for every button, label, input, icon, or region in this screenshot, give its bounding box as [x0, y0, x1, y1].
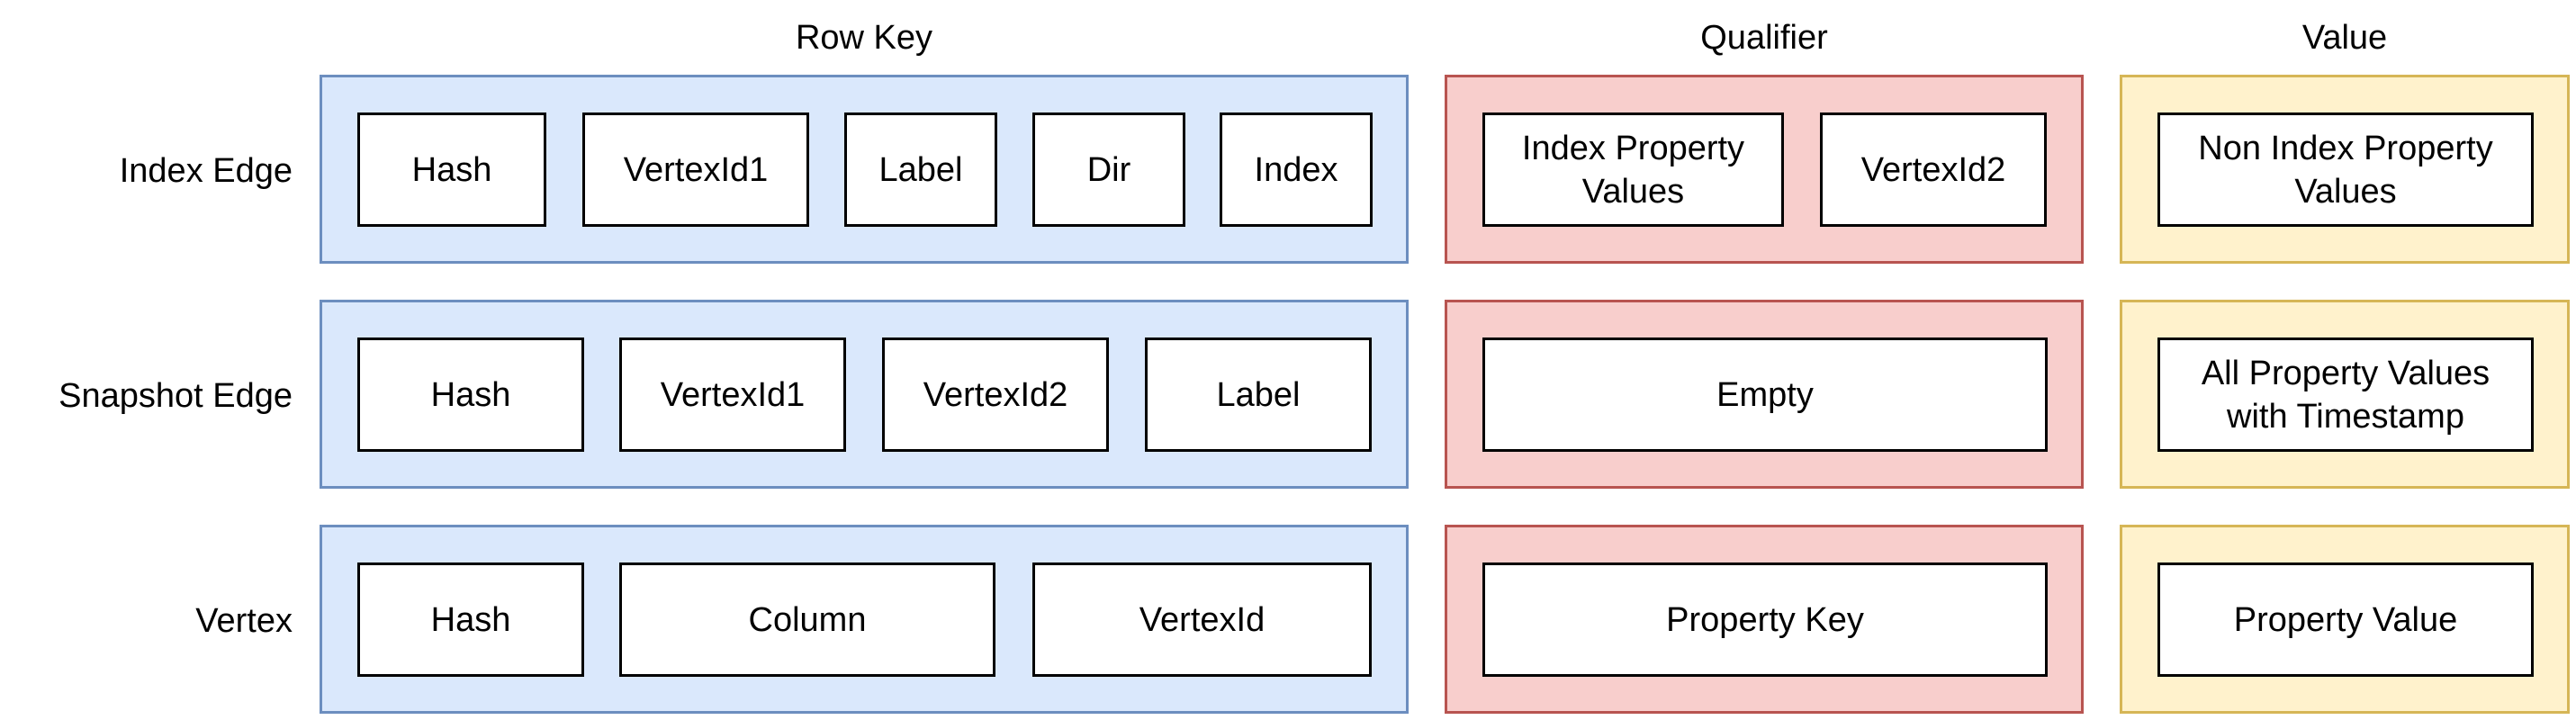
snapshot-edge-empty-cell: Empty — [1482, 338, 2048, 452]
header-row-key: Row Key — [795, 19, 933, 57]
snapshot-edge-vertexid2-cell: VertexId2 — [882, 338, 1109, 452]
header-value: Value — [2301, 19, 2388, 57]
snapshot-edge-vertexid1-cell: VertexId1 — [619, 338, 846, 452]
index-edge-index-property-values-cell: Index Property Values — [1482, 112, 1784, 227]
row-label-snapshot-edge: Snapshot Edge — [59, 377, 293, 415]
header-qualifier: Qualifier — [1700, 19, 1828, 57]
snapshot-edge-all-property-values-cell: All Property Values with Timestamp — [2157, 338, 2534, 452]
index-edge-vertexid2-cell: VertexId2 — [1820, 112, 2047, 227]
row-label-index-edge: Index Edge — [119, 152, 293, 190]
snapshot-edge-hash-cell: Hash — [357, 338, 584, 452]
index-edge-index-cell: Index — [1220, 112, 1373, 227]
vertex-column-cell: Column — [619, 562, 995, 677]
index-edge-dir-cell: Dir — [1032, 112, 1185, 227]
index-edge-hash-cell: Hash — [357, 112, 546, 227]
snapshot-edge-label-cell: Label — [1145, 338, 1372, 452]
vertex-property-key-cell: Property Key — [1482, 562, 2048, 677]
index-edge-vertexid1-cell: VertexId1 — [582, 112, 809, 227]
row-label-vertex: Vertex — [195, 602, 293, 640]
vertex-property-value-cell: Property Value — [2157, 562, 2534, 677]
index-edge-label-cell: Label — [844, 112, 997, 227]
index-edge-non-index-property-values-cell: Non Index Property Values — [2157, 112, 2534, 227]
vertex-vertexid-cell: VertexId — [1032, 562, 1372, 677]
vertex-hash-cell: Hash — [357, 562, 584, 677]
